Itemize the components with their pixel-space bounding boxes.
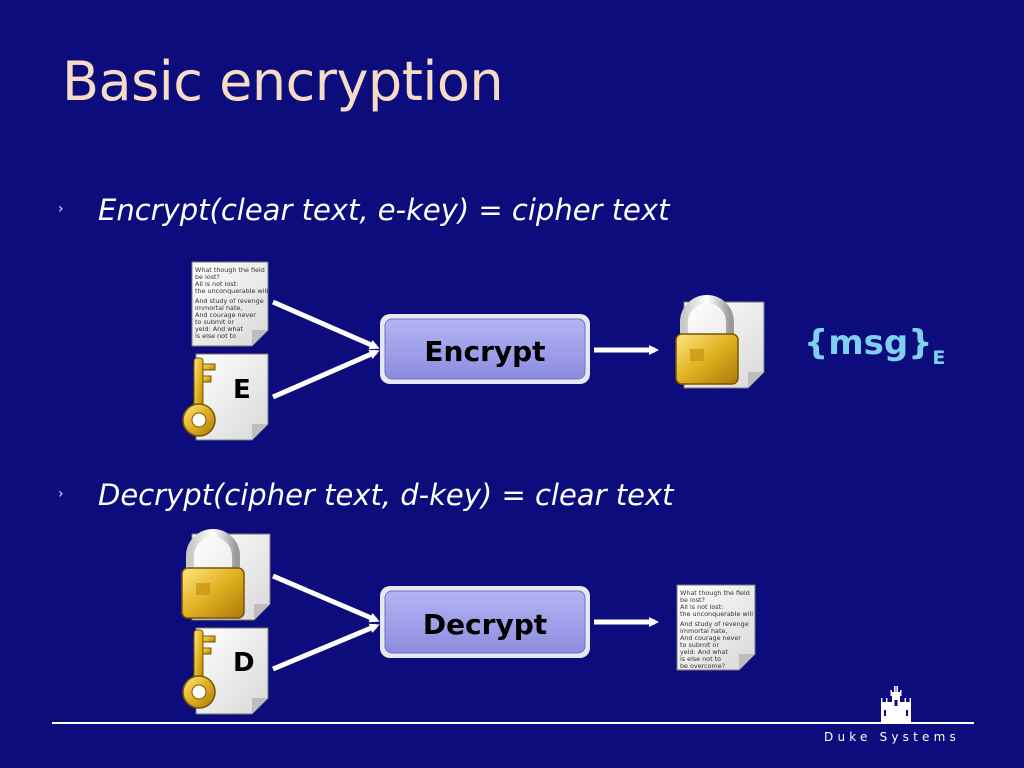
encrypt-box: Encrypt	[380, 314, 590, 384]
bullet-decrypt-text: Decrypt(cipher text, d-key) = clear text	[98, 478, 674, 512]
document-line: And courage never	[195, 311, 256, 319]
svg-text:What though the field: What though the field be lost? All is no…	[195, 266, 270, 340]
svg-text:What though the field: What though the field be lost? All is no…	[680, 589, 755, 670]
document-line: yeld: And what	[195, 325, 243, 333]
document-line: And study of revenge	[680, 620, 749, 628]
cipher-text-msg: {msg}	[804, 323, 932, 363]
document-line: to submit or	[195, 318, 234, 326]
document-line: the unconquerable will	[195, 287, 268, 295]
encrypt-label: Encrypt	[424, 335, 545, 368]
slide-title: Basic encryption	[62, 50, 504, 113]
document-line: the unconquerable will	[680, 610, 753, 618]
document-line: be overcome?	[680, 662, 725, 670]
document-line: is else not to	[195, 332, 236, 340]
key-label-d: D	[233, 648, 255, 678]
bullet-encrypt-text: Encrypt(clear text, e-key) = cipher text	[98, 193, 670, 227]
footer-divider	[52, 722, 974, 724]
document-line: yeld: And what	[680, 648, 728, 656]
arrow-icon	[271, 299, 380, 350]
bullet-encrypt: › Encrypt(clear text, e-key) = cipher tex…	[58, 193, 669, 227]
footer-brand: Duke Systems	[824, 730, 960, 744]
document-line: And courage never	[680, 634, 741, 642]
document-line: be lost?	[195, 273, 220, 281]
padlock-icon	[181, 529, 271, 621]
padlock-icon	[675, 295, 765, 389]
bullet-decrypt: › Decrypt(cipher text, d-key) = clear tex…	[58, 478, 673, 512]
cipher-text-label: {msg}E	[804, 323, 945, 369]
arrow-icon	[272, 623, 380, 672]
bullet-marker: ›	[58, 486, 64, 502]
key-icon: E	[182, 353, 269, 441]
chapel-logo	[881, 686, 911, 722]
arrow-icon	[272, 573, 380, 623]
bullet-marker: ›	[58, 201, 64, 217]
document-line: to submit or	[680, 641, 719, 649]
document-icon: What though the field be lost? All is no…	[191, 261, 270, 347]
key-icon: D	[182, 627, 269, 715]
decrypt-box: Decrypt	[380, 586, 590, 658]
document-icon: What though the field be lost? All is no…	[676, 584, 756, 671]
document-line: is else not to	[680, 655, 721, 663]
cipher-text-subscript: E	[932, 347, 945, 369]
document-line: And study of revenge	[195, 297, 264, 305]
document-line: immortal hate,	[680, 627, 727, 635]
key-label-e: E	[233, 375, 251, 405]
document-line: What though the field	[680, 589, 750, 597]
document-line: be lost?	[680, 596, 705, 604]
document-line: What though the field	[195, 266, 265, 274]
decrypt-label: Decrypt	[423, 608, 547, 641]
document-line: All is not lost:	[195, 280, 238, 288]
document-line: immortal hate,	[195, 304, 242, 312]
arrow-icon	[271, 349, 380, 400]
document-line: All is not lost:	[680, 603, 723, 611]
